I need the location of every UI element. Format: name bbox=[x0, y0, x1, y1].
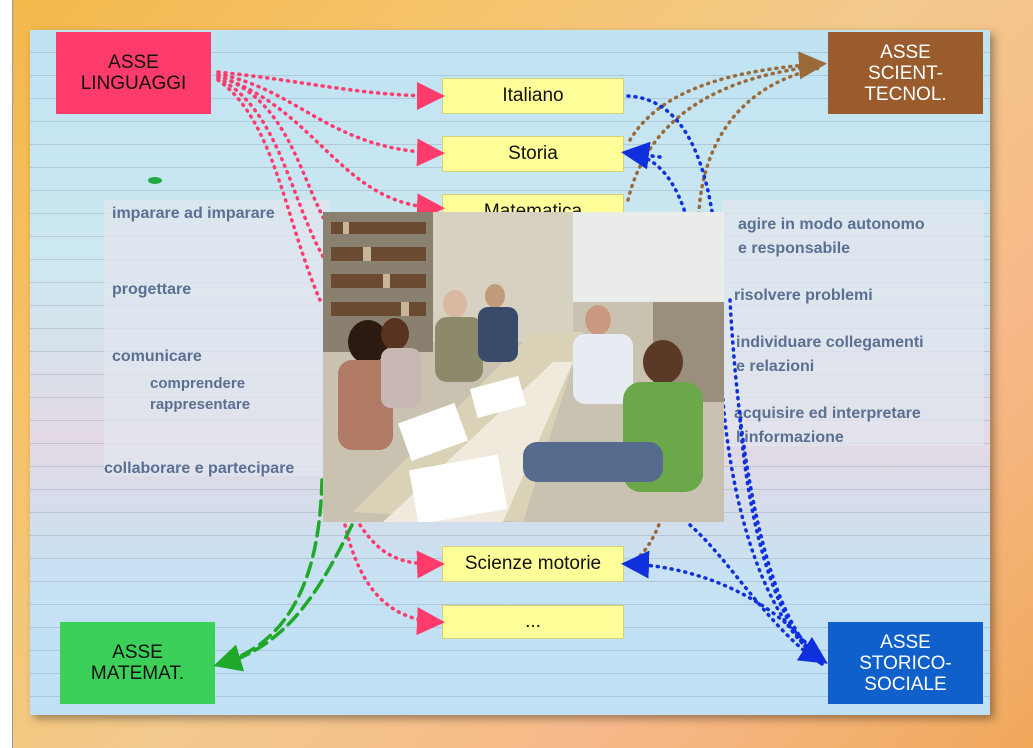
arrow-ling-fan3 bbox=[216, 78, 322, 302]
meeting-photo bbox=[323, 212, 724, 522]
axis-linguaggi-box: ASSE LINGUAGGI bbox=[56, 32, 211, 114]
arrow-math-2 bbox=[228, 523, 354, 664]
competence-comprendere: comprendere bbox=[150, 375, 246, 392]
arrow-sci-2 bbox=[626, 64, 822, 202]
competence-agire-cont: e responsabile bbox=[738, 240, 851, 257]
arrow-hist-bottom bbox=[688, 523, 824, 666]
arrow-ling-fan1 bbox=[216, 74, 332, 232]
competence-agire: agire in modo autonomo bbox=[738, 216, 925, 233]
arrow-hist-fan bbox=[728, 298, 824, 664]
arrow-ling-scienze bbox=[358, 523, 445, 579]
arrow-math-1 bbox=[213, 478, 324, 672]
arrow-ling-more bbox=[343, 523, 445, 636]
subject-scienze-motorie: Scienze motorie bbox=[442, 546, 624, 582]
arrow-ling-storia bbox=[216, 72, 445, 167]
competence-collaborare: collaborare e partecipare bbox=[104, 460, 295, 477]
competence-acquisire-cont: l'informazione bbox=[736, 429, 844, 446]
subject-storia: Storia bbox=[442, 136, 624, 172]
arrow-hist-scienze bbox=[621, 550, 824, 666]
competence-progettare: progettare bbox=[112, 281, 192, 298]
arrow-sci-1 bbox=[628, 51, 827, 142]
arrow-ling-fan2 bbox=[216, 76, 327, 262]
axis-scientifico-box: ASSE SCIENT- TECNOL. bbox=[828, 32, 983, 114]
arrow-ling-italiano bbox=[216, 70, 445, 110]
competence-individuare-cont: e relazioni bbox=[736, 358, 815, 375]
axis-storico-box: ASSE STORICO- SOCIALE bbox=[828, 622, 983, 704]
green-dot bbox=[148, 177, 162, 184]
key-competences-left-panel bbox=[104, 200, 330, 476]
subject-more: ... bbox=[442, 605, 624, 639]
arrow-hist-storia-marker bbox=[621, 141, 662, 170]
competence-risolvere: risolvere problemi bbox=[734, 287, 873, 304]
key-competences-right-panel bbox=[722, 200, 984, 446]
meeting-photo-image bbox=[323, 212, 724, 522]
competence-imparare: imparare ad imparare bbox=[112, 205, 275, 222]
competence-comunicare: comunicare bbox=[112, 348, 202, 365]
axis-matematico-box: ASSE MATEMAT. bbox=[60, 622, 215, 704]
arrow-hist-fan2 bbox=[738, 418, 824, 666]
competence-acquisire: acquisire ed interpretare bbox=[734, 405, 921, 422]
left-frame-border bbox=[0, 0, 13, 748]
competence-individuare: individuare collegamenti bbox=[736, 334, 924, 351]
competence-rappresentare: rappresentare bbox=[150, 396, 251, 413]
subject-italiano: Italiano bbox=[442, 78, 624, 114]
